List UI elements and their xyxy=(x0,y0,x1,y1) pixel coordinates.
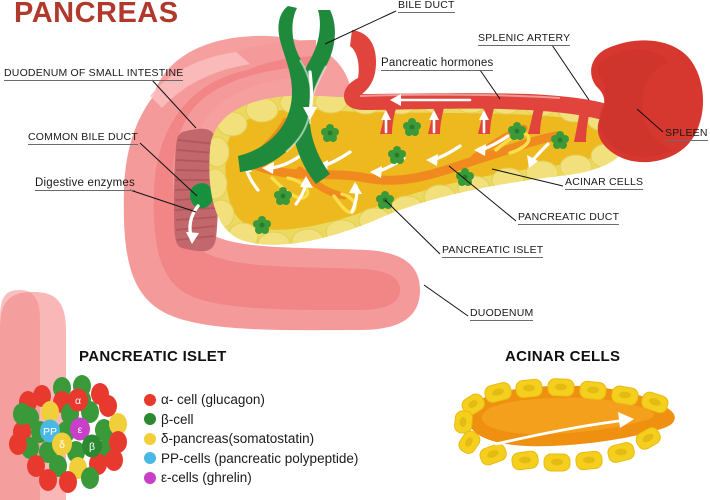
islet-cells xyxy=(9,375,127,493)
legend-label: δ-pancreas(somatostatin) xyxy=(161,431,315,447)
leader-line-splenic-artery xyxy=(551,44,590,101)
legend-color-swatch xyxy=(144,413,156,426)
leader-line-pancreatic-hormones xyxy=(479,69,501,100)
islet-marker-label: α xyxy=(75,395,81,407)
cell-type-legend: α- cell (glucagon) β-cell δ-pancreas(somat… xyxy=(144,390,358,488)
legend-item-1: β-cell xyxy=(144,410,358,430)
bile-duct-shape xyxy=(238,6,335,184)
legend-color-swatch xyxy=(144,452,156,465)
legend-label: PP-cells (pancreatic polypeptide) xyxy=(161,450,359,466)
legend-color-swatch xyxy=(144,393,156,406)
leader-line-spleen xyxy=(636,108,664,133)
legend-item-4: ε-cells (ghrelin) xyxy=(144,468,358,488)
callout-duodenum: DUODENUM xyxy=(470,307,534,322)
acinar-cells-diagram xyxy=(454,378,675,472)
page-title: PANCREAS xyxy=(14,0,179,29)
islet-marker-label: β xyxy=(89,441,95,453)
spleen-shape xyxy=(591,40,704,163)
leader-line-pancreatic-islet-callout xyxy=(384,199,441,255)
leader-line-pancreatic-duct xyxy=(448,165,517,222)
duodenum-mucosa xyxy=(174,128,219,252)
legend-label: ε-cells (ghrelin) xyxy=(161,470,252,486)
leader-line-acinar-cells-callout xyxy=(491,168,564,187)
legend-item-3: PP-cells (pancreatic polypeptide) xyxy=(144,449,358,469)
islet-marker-cell xyxy=(68,388,88,412)
leader-line-digestive-enzymes xyxy=(129,189,197,213)
leader-line-duodenum xyxy=(423,284,469,317)
islet-marker-ε: ε xyxy=(70,417,90,441)
pancreas-organ xyxy=(209,95,629,245)
duodenum-shape xyxy=(123,40,420,331)
islet-marker-label: δ xyxy=(59,439,65,451)
callout-pancreatic-islet-callout: PANCREATIC ISLET xyxy=(442,244,544,259)
acinar-cells-title: ACINAR CELLS xyxy=(505,348,621,365)
legend-color-swatch xyxy=(144,432,156,445)
islet-marker-β: β xyxy=(82,434,102,458)
islet-marker-label: ε xyxy=(78,424,83,436)
callout-splenic-artery: SPLENIC ARTERY xyxy=(478,32,571,47)
islet-marker-α: α xyxy=(68,388,88,412)
legend-item-2: δ-pancreas(somatostatin) xyxy=(144,429,358,449)
pancreatic-islet-clusters xyxy=(253,118,569,234)
islet-marker-cell xyxy=(70,417,90,441)
callout-duodenum-of-small-intestine: DUODENUM OF SMALL INTESTINE xyxy=(4,67,184,82)
legend-item-0: α- cell (glucagon) xyxy=(144,390,358,410)
callout-pancreatic-hormones: Pancreatic hormones xyxy=(381,57,494,72)
callout-bile-duct: BILE DUCT xyxy=(398,0,455,14)
callout-digestive-enzymes: Digestive enzymes xyxy=(35,177,135,192)
islet-cell-diagram: αPP ε δ β xyxy=(9,375,127,493)
leader-line-common-bile-duct xyxy=(139,142,198,197)
islet-marker-δ: δ xyxy=(52,432,72,456)
islet-cell-markers: αPP ε δ β xyxy=(40,388,102,458)
legend-color-swatch xyxy=(144,471,156,484)
legend-label: α- cell (glucagon) xyxy=(161,392,265,408)
leader-lines xyxy=(129,10,664,317)
leader-line-bile-duct xyxy=(324,10,397,45)
pancreatic-islet-title: PANCREATIC ISLET xyxy=(79,348,227,365)
callout-pancreatic-duct: PANCREATIC DUCT xyxy=(518,211,620,226)
callout-common-bile-duct: COMMON BILE DUCT xyxy=(28,131,138,146)
callout-acinar-cells-callout: ACINAR CELLS xyxy=(565,176,644,191)
islet-marker-label: PP xyxy=(43,426,57,438)
callout-spleen: SPLEEN xyxy=(665,127,708,142)
islet-marker-cell xyxy=(52,432,72,456)
legend-label: β-cell xyxy=(161,411,194,427)
leader-line-duodenum-of-small-intestine xyxy=(151,79,197,129)
islet-marker-cell xyxy=(82,434,102,458)
